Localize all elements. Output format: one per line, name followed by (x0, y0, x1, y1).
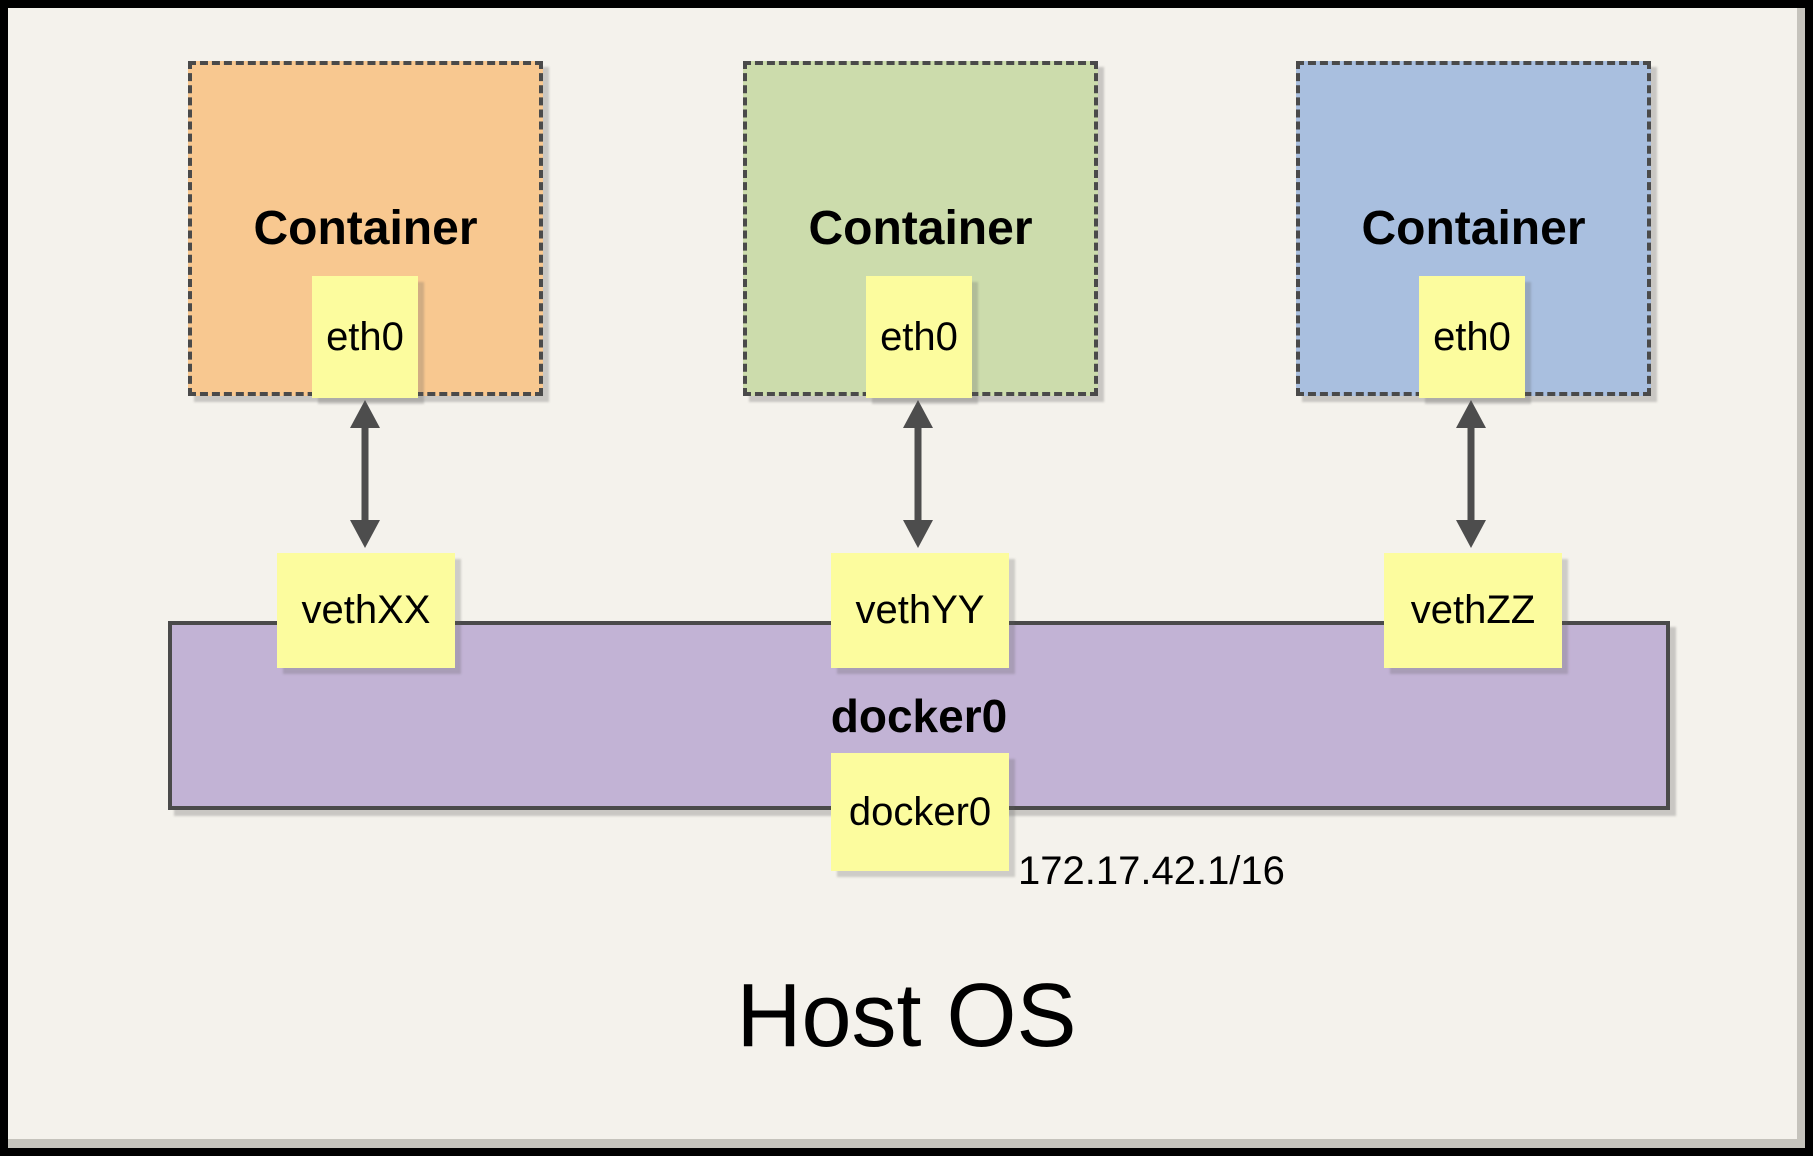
vethzz-box: vethZZ (1384, 553, 1562, 668)
eth0-interface-box-3: eth0 (1419, 276, 1525, 398)
container-2-title: Container (808, 202, 1033, 255)
eth0-interface-box-2: eth0 (866, 276, 972, 398)
vethyy-box: vethYY (831, 553, 1009, 668)
veth-connection-arrow-1 (348, 400, 382, 548)
eth0-label-1: eth0 (326, 314, 404, 359)
vethzz-label: vethZZ (1410, 588, 1536, 632)
docker0-interface-box: docker0 (831, 753, 1009, 871)
docker0-interface-label: docker0 (848, 789, 992, 834)
docker0-bridge-label: docker0 (830, 689, 1008, 742)
vethxx-label: vethXX (301, 588, 431, 632)
veth-connection-arrow-3 (1454, 400, 1488, 548)
eth0-label-3: eth0 (1433, 314, 1511, 359)
eth0-interface-box-1: eth0 (312, 276, 418, 398)
container-3-title: Container (1361, 202, 1586, 255)
eth0-label-2: eth0 (880, 314, 958, 359)
docker0-ip-label: 172.17.42.1/16 (1018, 849, 1285, 893)
vethxx-box: vethXX (277, 553, 455, 668)
vethyy-label: vethYY (855, 588, 985, 632)
host-os-label: Host OS (736, 965, 1077, 1066)
veth-connection-arrow-2 (901, 400, 935, 548)
container-1-title: Container (253, 202, 478, 255)
